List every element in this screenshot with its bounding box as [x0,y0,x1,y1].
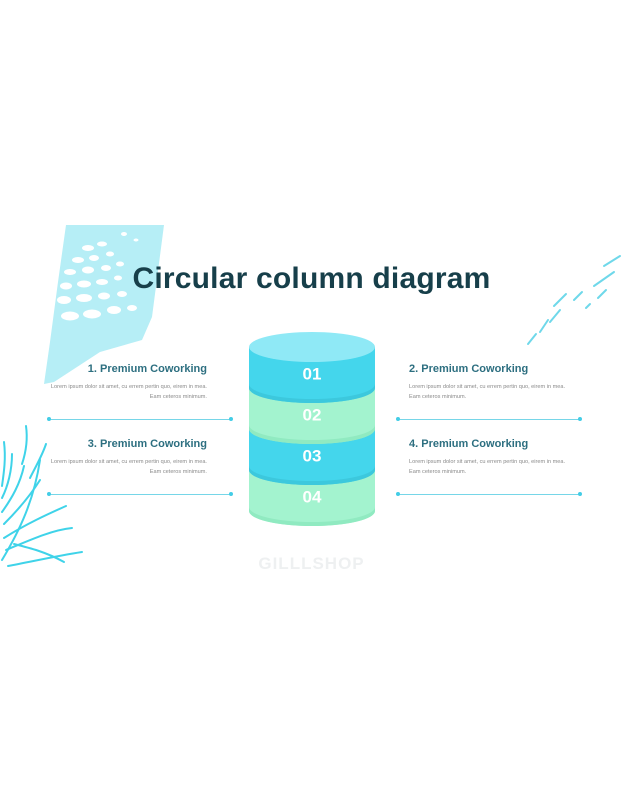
item-3-divider-dot-right [229,492,233,496]
slide-title: Circular column diagram [132,262,491,295]
cylinder-layer-label: 04 [303,488,322,507]
watermark: GILLLSHOP [258,554,365,573]
dash-decoration-right [527,255,621,345]
cylinder-diagram: 04 03 02 01 [249,332,375,526]
item-4-divider-dot-right [578,492,582,496]
item-3-body: Lorem ipsum dolor sit amet, cu errem per… [50,459,207,475]
item-2-divider-dot-right [578,417,582,421]
item-1-divider [49,419,231,420]
item-2-divider [398,419,580,420]
cylinder-layer-01: 01 [249,332,375,403]
item-3-title: 3. Premium Coworking [87,438,207,450]
item-2-divider-dot-left [396,417,400,421]
cylinder-layer-label: 03 [303,447,322,466]
item-3-divider [49,494,231,495]
item-1-divider-dot-right [229,417,233,421]
brush-decoration-top-left [44,225,164,384]
item-2-body: Lorem ipsum dolor sit amet, cu errem per… [409,384,566,400]
item-1-body: Lorem ipsum dolor sit amet, cu errem per… [50,384,207,400]
cylinder-layer-label: 02 [303,406,322,425]
item-3-divider-dot-left [47,492,51,496]
item-4-body: Lorem ipsum dolor sit amet, cu errem per… [409,459,566,475]
item-2-title: 2. Premium Coworking [409,363,529,375]
item-3: 3. Premium Coworking Lorem ipsum dolor s… [47,438,207,477]
leaf-decoration-left [1,425,83,567]
item-4-divider [398,494,580,495]
item-4-title: 4. Premium Coworking [409,438,529,450]
item-4-divider-dot-left [396,492,400,496]
item-2: 2. Premium Coworking Lorem ipsum dolor s… [409,363,569,402]
cylinder-layer-label: 01 [303,365,322,384]
item-1: 1. Premium Coworking Lorem ipsum dolor s… [47,363,207,402]
item-4: 4. Premium Coworking Lorem ipsum dolor s… [409,438,569,477]
item-1-divider-dot-left [47,417,51,421]
item-1-title: 1. Premium Coworking [87,363,207,375]
